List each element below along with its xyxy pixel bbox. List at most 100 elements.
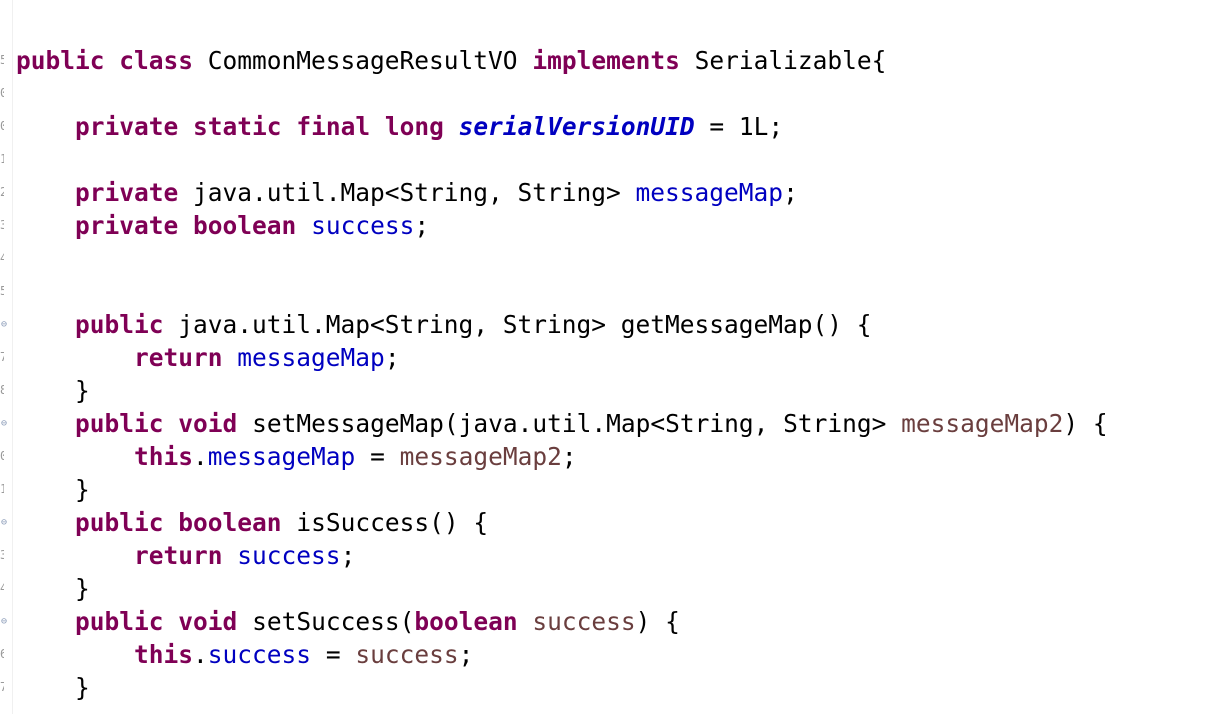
code-token: } [16, 673, 90, 702]
keyword-token: public [75, 607, 164, 636]
field-token: messageMap [635, 178, 784, 207]
code-line[interactable]: this.success = success; [16, 638, 1108, 671]
line-number-gutter: 5 0 0 1 2 3 4 5 ⊖ 7 8 ⊖ 0 1 ⊖ 3 4 ⊖ 6 7 [0, 0, 13, 714]
gutter-line-marker: 6 [0, 647, 4, 661]
keyword-token: boolean [178, 508, 282, 537]
code-line[interactable]: return messageMap; [16, 341, 1108, 374]
parameter-token: success [532, 607, 636, 636]
keyword-token: return [134, 541, 223, 570]
code-line[interactable]: this.messageMap = messageMap2; [16, 440, 1108, 473]
code-token: } [16, 475, 90, 504]
code-token [164, 409, 179, 438]
code-line[interactable]: } [16, 473, 1108, 506]
field-token: success [237, 541, 341, 570]
code-line[interactable] [16, 77, 1108, 110]
gutter-line-marker: 1 [0, 482, 4, 496]
code-token [16, 640, 134, 669]
code-token: = [355, 442, 400, 471]
code-line[interactable]: public class CommonMessageResultVO imple… [16, 44, 1108, 77]
code-token: ) { [635, 607, 680, 636]
code-token [16, 607, 75, 636]
keyword-token: private [75, 112, 179, 141]
code-line[interactable]: } [16, 374, 1108, 407]
code-token: ; [561, 442, 577, 471]
code-line[interactable]: public java.util.Map<String, String> get… [16, 308, 1108, 341]
keyword-token: this [134, 640, 194, 669]
code-line[interactable]: private java.util.Map<String, String> me… [16, 176, 1108, 209]
keyword-token: final [296, 112, 371, 141]
code-token [16, 541, 134, 570]
field-token: messageMap [237, 343, 385, 372]
code-line[interactable]: return success; [16, 539, 1108, 572]
gutter-line-marker: 1 [0, 152, 4, 166]
code-token [16, 508, 75, 537]
field-token: messageMap [207, 442, 356, 471]
keyword-token: implements [532, 46, 680, 75]
gutter-line-marker: 7 [0, 350, 4, 364]
collapse-minus-icon[interactable]: ⊖ [1, 418, 8, 429]
code-token: = 1L; [694, 112, 784, 141]
code-line[interactable] [16, 143, 1108, 176]
code-token [16, 178, 75, 207]
static-field-token: serialVersionUID [458, 112, 695, 141]
gutter-line-marker: 2 [0, 185, 4, 199]
code-line[interactable]: private boolean success; [16, 209, 1108, 242]
code-token: setMessageMap(java.util.Map<String, Stri… [237, 409, 902, 438]
code-token [16, 343, 134, 372]
code-token [444, 112, 459, 141]
code-line[interactable]: public void setMessageMap(java.util.Map<… [16, 407, 1108, 440]
code-line[interactable]: } [16, 671, 1108, 704]
code-token [16, 211, 75, 240]
code-token [164, 607, 179, 636]
code-line[interactable]: private static final long serialVersionU… [16, 110, 1108, 143]
keyword-token: public [16, 46, 105, 75]
code-token: setSuccess( [237, 607, 415, 636]
keyword-token: public [75, 409, 164, 438]
gutter-line-marker: 4 [0, 251, 4, 265]
keyword-token: static [193, 112, 282, 141]
gutter-line-marker: 0 [0, 449, 4, 463]
code-token: CommonMessageResultVO [193, 46, 533, 75]
code-token: } [16, 376, 90, 405]
code-token [178, 211, 193, 240]
parameter-token: success [355, 640, 459, 669]
code-line[interactable]: } [16, 572, 1108, 605]
keyword-token: class [119, 46, 194, 75]
field-token: success [207, 640, 312, 669]
code-token: ; [783, 178, 798, 207]
code-token: java.util.Map<String, String> [178, 178, 636, 207]
code-line[interactable] [16, 242, 1108, 275]
code-token [223, 343, 238, 372]
code-token [370, 112, 385, 141]
gutter-line-marker: 3 [0, 218, 4, 232]
code-token: ; [414, 211, 430, 240]
code-token: ) { [1063, 409, 1108, 438]
code-token: } [16, 574, 90, 603]
code-token [178, 112, 193, 141]
code-token [16, 112, 75, 141]
code-editor[interactable]: public class CommonMessageResultVO imple… [16, 44, 1108, 704]
collapse-minus-icon[interactable]: ⊖ [1, 517, 8, 528]
collapse-minus-icon[interactable]: ⊖ [1, 319, 8, 330]
code-token [282, 112, 297, 141]
keyword-token: boolean [193, 211, 297, 240]
keyword-token: public [75, 310, 164, 339]
code-token [105, 46, 120, 75]
code-token: Serializable{ [679, 46, 887, 75]
gutter-line-marker: 7 [0, 680, 4, 694]
collapse-minus-icon[interactable]: ⊖ [1, 616, 8, 627]
keyword-token: this [134, 442, 194, 471]
parameter-token: messageMap2 [399, 442, 562, 471]
keyword-token: void [178, 409, 238, 438]
keyword-token: return [134, 343, 223, 372]
keyword-token: void [178, 607, 238, 636]
gutter-line-marker: 0 [0, 86, 4, 100]
code-line[interactable]: public boolean isSuccess() { [16, 506, 1108, 539]
gutter-line-marker: 4 [0, 581, 4, 595]
code-token: isSuccess() { [281, 508, 489, 537]
keyword-token: private [75, 178, 179, 207]
code-line[interactable] [16, 275, 1108, 308]
keyword-token: long [384, 112, 444, 141]
gutter-line-marker: 5 [0, 284, 4, 298]
code-line[interactable]: public void setSuccess(boolean success) … [16, 605, 1108, 638]
